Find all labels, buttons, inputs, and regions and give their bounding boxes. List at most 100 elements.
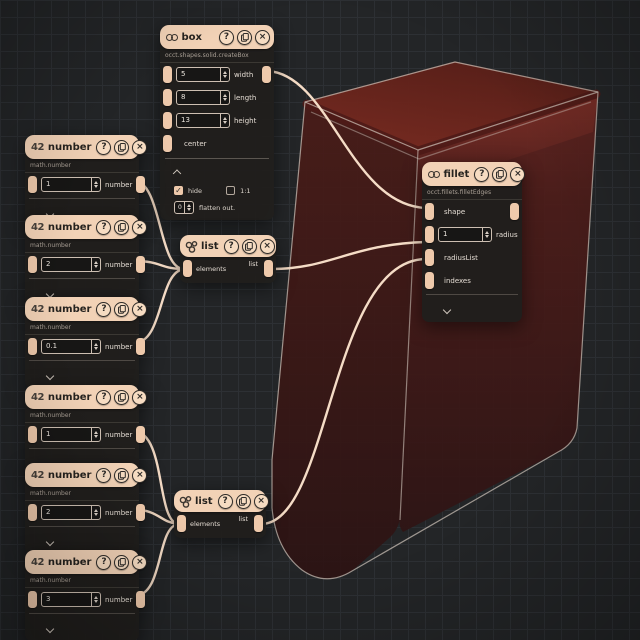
stepper-icon[interactable] — [91, 506, 100, 519]
chevron-down-icon[interactable] — [45, 624, 55, 634]
help-button[interactable]: ? — [219, 29, 234, 45]
output-socket[interactable] — [264, 260, 273, 277]
node-header[interactable]: 42 number ? × — [25, 135, 148, 159]
number-input[interactable]: 1 — [41, 427, 101, 442]
wire-box-to-fillet-shape[interactable] — [266, 69, 428, 210]
help-button[interactable]: ? — [223, 238, 239, 254]
input-socket[interactable] — [425, 203, 434, 220]
number-input[interactable]: 2 — [41, 257, 101, 272]
chevron-down-icon[interactable] — [45, 371, 55, 381]
stepper-icon[interactable] — [91, 593, 100, 606]
help-button[interactable]: ? — [217, 493, 233, 509]
close-button[interactable]: × — [132, 219, 148, 235]
number-input[interactable]: 0.1 — [41, 339, 101, 354]
close-button[interactable]: × — [253, 493, 269, 509]
node-header[interactable]: box ? × — [160, 25, 274, 49]
node-header[interactable]: list ? × — [174, 490, 269, 512]
chevron-up-icon[interactable] — [172, 169, 182, 178]
copy-button[interactable] — [114, 467, 130, 483]
input-socket[interactable] — [163, 89, 172, 106]
hide-checkbox[interactable]: ✓ — [174, 186, 183, 195]
help-button[interactable]: ? — [96, 389, 112, 405]
node-header[interactable]: 42 number ? × — [25, 463, 148, 487]
help-button[interactable]: ? — [96, 139, 112, 155]
output-socket[interactable] — [136, 591, 146, 608]
close-button[interactable]: × — [132, 554, 148, 570]
stepper-icon[interactable] — [91, 178, 100, 191]
input-socket[interactable] — [28, 176, 37, 193]
input-socket[interactable] — [28, 256, 37, 273]
input-socket[interactable] — [425, 226, 434, 243]
copy-button[interactable] — [114, 301, 130, 317]
input-socket[interactable] — [183, 260, 192, 277]
node-header[interactable]: 42 number ? × — [25, 297, 148, 321]
input-socket[interactable] — [163, 66, 172, 83]
help-button[interactable]: ? — [96, 554, 112, 570]
copy-button[interactable] — [114, 389, 130, 405]
node-fillet[interactable]: fillet ? × occt.fillets.filletEdges shap… — [422, 162, 526, 322]
number-input[interactable]: 1 — [41, 177, 101, 192]
close-button[interactable]: × — [132, 467, 148, 483]
input-socket[interactable] — [177, 515, 186, 532]
input-socket[interactable] — [425, 272, 434, 289]
close-button[interactable]: × — [510, 166, 526, 182]
node-number-3[interactable]: 42 number ? × math.number 0.1 number — [25, 297, 148, 388]
output-socket[interactable] — [136, 176, 146, 193]
copy-button[interactable] — [235, 493, 251, 509]
output-socket[interactable] — [136, 338, 146, 355]
copy-button[interactable] — [114, 139, 130, 155]
input-socket[interactable] — [28, 504, 37, 521]
node-list-1[interactable]: list ? × elements list — [180, 235, 276, 283]
stepper-icon[interactable] — [220, 91, 229, 104]
help-button[interactable]: ? — [96, 219, 112, 235]
close-button[interactable]: × — [132, 389, 148, 405]
output-socket[interactable] — [254, 515, 263, 532]
stepper-icon[interactable] — [184, 202, 193, 213]
chevron-down-icon[interactable] — [442, 305, 452, 315]
input-socket[interactable] — [163, 112, 172, 129]
stepper-icon[interactable] — [220, 68, 229, 81]
copy-button[interactable] — [241, 238, 257, 254]
number-input[interactable]: 2 — [41, 505, 101, 520]
wire-list1-to-fillet-radiuslist[interactable] — [270, 240, 428, 271]
copy-button[interactable] — [114, 554, 130, 570]
stepper-icon[interactable] — [220, 114, 229, 127]
help-button[interactable]: ? — [96, 467, 112, 483]
output-socket[interactable] — [136, 426, 146, 443]
radius-input[interactable]: 1 — [438, 227, 492, 242]
stepper-icon[interactable] — [482, 228, 491, 241]
copy-button[interactable] — [237, 29, 252, 45]
close-button[interactable]: × — [132, 301, 148, 317]
output-socket[interactable] — [510, 203, 519, 220]
node-box[interactable]: box ? × occt.shapes.solid.createBox 5 wi… — [160, 25, 274, 220]
input-socket[interactable] — [28, 591, 37, 608]
node-number-6[interactable]: 42 number ? × math.number 3 number — [25, 550, 148, 640]
input-socket[interactable] — [28, 426, 37, 443]
close-button[interactable]: × — [132, 139, 148, 155]
flatten-input[interactable]: 0 — [174, 201, 194, 214]
close-button[interactable]: × — [259, 238, 275, 254]
output-socket[interactable] — [136, 504, 146, 521]
node-list-2[interactable]: list ? × elements list — [174, 490, 269, 538]
node-number-1[interactable]: 42 number ? × math.number 1 number — [25, 135, 148, 226]
wire-list2-to-fillet-indexes[interactable] — [260, 257, 428, 526]
stepper-icon[interactable] — [91, 340, 100, 353]
node-number-5[interactable]: 42 number ? × math.number 2 number — [25, 463, 148, 554]
node-number-2[interactable]: 42 number ? × math.number 2 number — [25, 215, 148, 306]
node-header[interactable]: 42 number ? × — [25, 215, 148, 239]
number-input[interactable]: 3 — [41, 592, 101, 607]
input-socket[interactable] — [28, 338, 37, 355]
close-button[interactable]: × — [255, 29, 270, 45]
chevron-down-icon[interactable] — [45, 537, 55, 547]
output-socket[interactable] — [262, 66, 271, 83]
input-socket[interactable] — [163, 135, 172, 152]
output-socket[interactable] — [136, 256, 146, 273]
node-header[interactable]: fillet ? × — [422, 162, 526, 186]
node-header[interactable]: list ? × — [180, 235, 276, 257]
copy-button[interactable] — [114, 219, 130, 235]
stepper-icon[interactable] — [91, 258, 100, 271]
help-button[interactable]: ? — [474, 166, 490, 182]
node-header[interactable]: 42 number ? × — [25, 385, 148, 409]
width-input[interactable]: 5 — [176, 67, 230, 82]
